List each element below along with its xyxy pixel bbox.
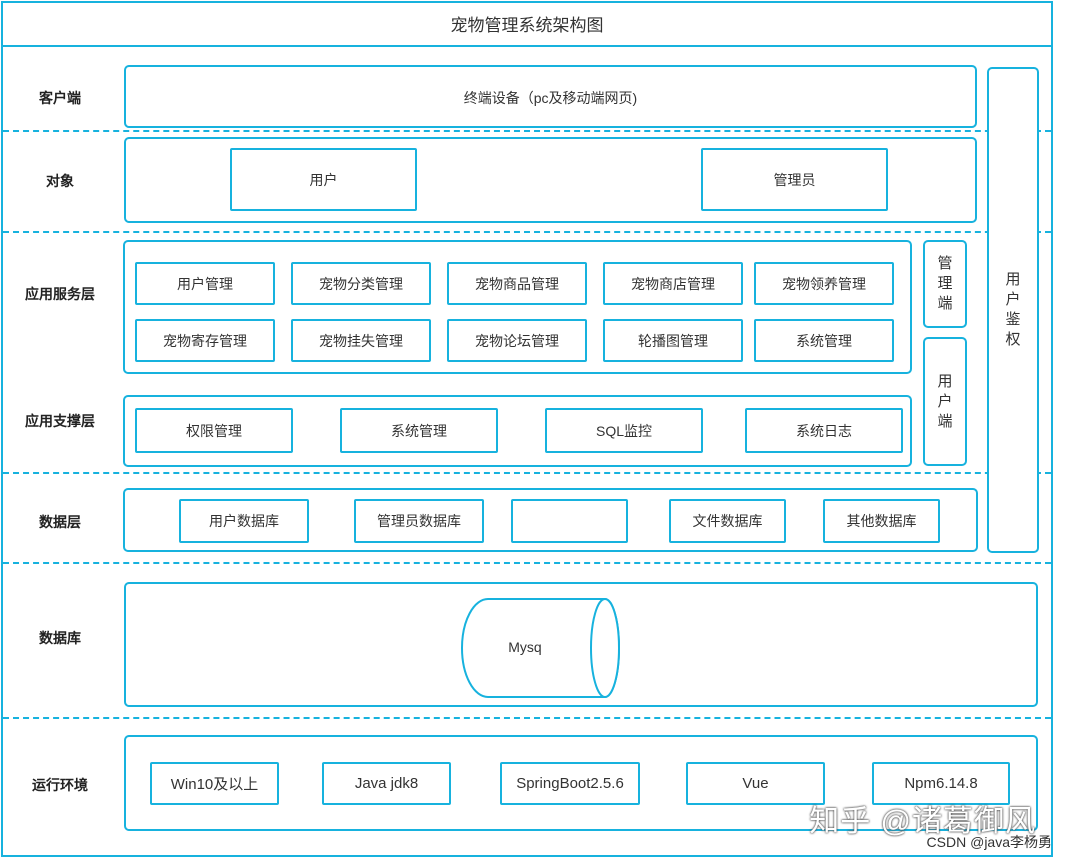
runtime-npm: Npm6.14.8 xyxy=(872,762,1010,805)
auth-char: 权 xyxy=(1005,331,1021,348)
service-system-mgmt: 系统管理 xyxy=(754,319,894,362)
support-sql-monitor: SQL监控 xyxy=(545,408,703,453)
service-pet-shop-mgmt: 宠物商店管理 xyxy=(603,262,743,305)
auth-column: 用 户 鉴 权 xyxy=(987,67,1039,553)
side-user-char: 端 xyxy=(937,412,953,430)
client-container: 终端设备（pc及移动端网页) xyxy=(124,65,977,128)
side-user-end: 用 户 端 xyxy=(923,337,967,466)
service-pet-adoption-mgmt: 宠物领养管理 xyxy=(754,262,894,305)
diagram-title: 宠物管理系统架构图 xyxy=(1,1,1053,47)
support-system-mgmt: 系统管理 xyxy=(340,408,498,453)
client-device-label: 终端设备（pc及移动端网页) xyxy=(463,90,638,106)
separator-dashed xyxy=(3,130,1051,132)
data-file-db: 文件数据库 xyxy=(669,499,786,543)
auth-char: 用 xyxy=(1005,271,1021,288)
service-pet-boarding-mgmt: 宠物寄存管理 xyxy=(135,319,275,362)
side-admin-char: 端 xyxy=(937,295,953,312)
watermark-text: 知乎 @诸葛御风 xyxy=(809,805,1036,838)
layer-label-app-service: 应用服务层 xyxy=(25,286,95,302)
service-carousel-mgmt: 轮播图管理 xyxy=(603,319,743,362)
mysql-cylinder-icon xyxy=(461,598,620,698)
data-empty-db xyxy=(511,499,628,543)
layer-label-object: 对象 xyxy=(46,173,74,189)
support-system-log: 系统日志 xyxy=(745,408,903,453)
data-admin-db: 管理员数据库 xyxy=(354,499,484,543)
object-admin: 管理员 xyxy=(701,148,888,211)
side-admin-end: 管 理 端 xyxy=(923,240,967,328)
runtime-springboot: SpringBoot2.5.6 xyxy=(500,762,640,805)
runtime-jdk: Java jdk8 xyxy=(322,762,451,805)
layer-label-runtime: 运行环境 xyxy=(32,777,88,793)
credit-text: CSDN @java李杨勇 xyxy=(926,834,1052,850)
data-other-db: 其他数据库 xyxy=(823,499,940,543)
auth-char: 鉴 xyxy=(1005,311,1021,328)
service-pet-forum-mgmt: 宠物论坛管理 xyxy=(447,319,587,362)
side-user-char: 户 xyxy=(937,392,953,410)
service-user-mgmt: 用户管理 xyxy=(135,262,275,305)
separator-dashed xyxy=(3,717,1051,719)
runtime-vue: Vue xyxy=(686,762,825,805)
separator-dashed xyxy=(3,231,1051,233)
auth-char: 户 xyxy=(1005,291,1021,308)
separator-dashed xyxy=(3,562,1051,564)
runtime-os: Win10及以上 xyxy=(150,762,279,805)
service-pet-lost-mgmt: 宠物挂失管理 xyxy=(291,319,431,362)
layer-label-client: 客户端 xyxy=(39,90,81,106)
service-pet-category-mgmt: 宠物分类管理 xyxy=(291,262,431,305)
layer-label-app-support: 应用支撑层 xyxy=(25,413,95,429)
side-user-char: 用 xyxy=(937,372,953,390)
side-admin-char: 管 xyxy=(937,255,953,272)
object-user: 用户 xyxy=(230,148,417,211)
database-name: Mysq xyxy=(508,639,542,655)
layer-label-database: 数据库 xyxy=(39,630,81,646)
support-permission-mgmt: 权限管理 xyxy=(135,408,293,453)
data-user-db: 用户数据库 xyxy=(179,499,309,543)
layer-label-data: 数据层 xyxy=(39,514,81,530)
side-admin-char: 理 xyxy=(937,275,953,292)
separator-dashed xyxy=(3,472,1051,474)
service-pet-product-mgmt: 宠物商品管理 xyxy=(447,262,587,305)
